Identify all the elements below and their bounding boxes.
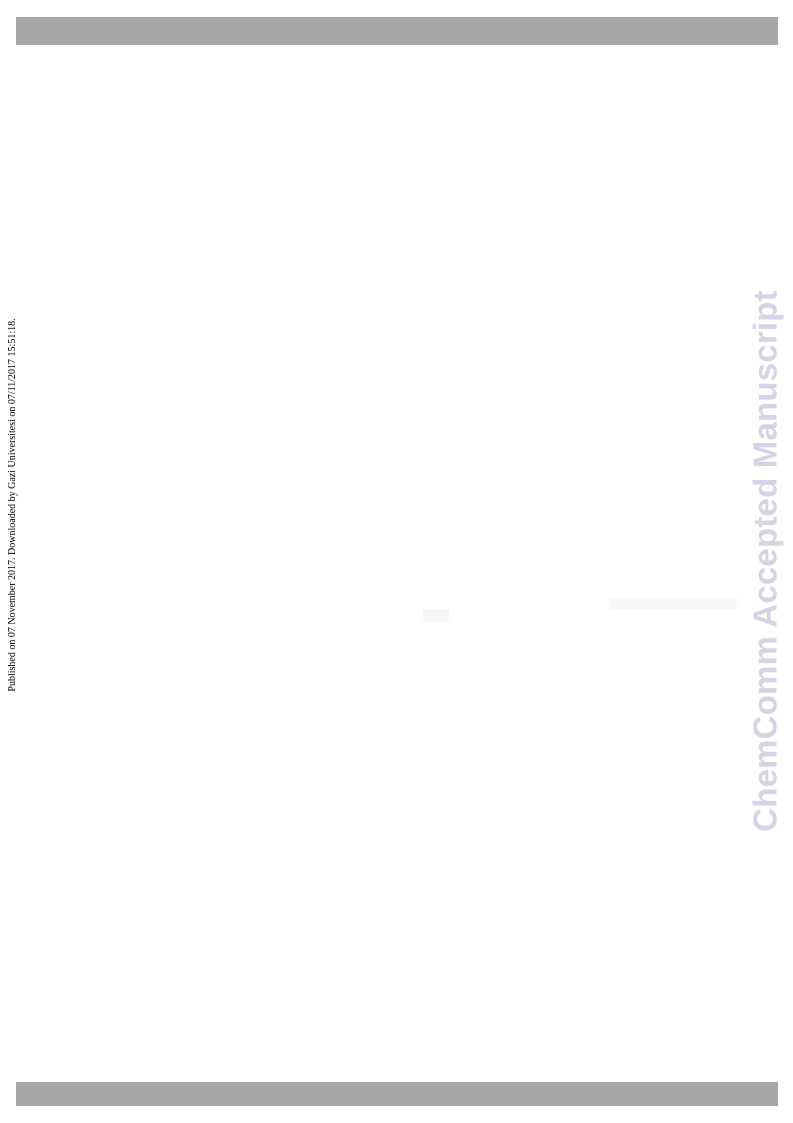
faint-smudge bbox=[609, 598, 737, 609]
header-bar bbox=[16, 17, 778, 45]
accepted-manuscript-watermark: ChemComm Accepted Manuscript bbox=[746, 290, 784, 832]
download-notice: Published on 07 November 2017. Downloade… bbox=[7, 318, 18, 692]
faint-smudge bbox=[423, 609, 449, 621]
footer-bar bbox=[16, 1082, 778, 1106]
